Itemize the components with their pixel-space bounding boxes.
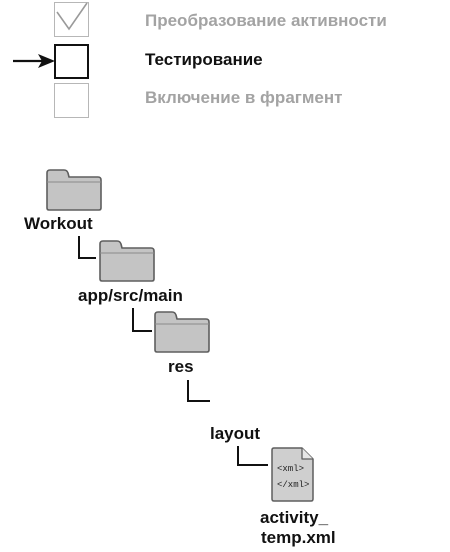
tree-connector — [237, 446, 268, 466]
folder-icon — [99, 240, 155, 282]
tree-connector — [132, 308, 152, 332]
folder-icon — [154, 311, 210, 353]
step-done-checkbox — [54, 2, 89, 37]
file-name-line2: temp.xml — [261, 528, 336, 547]
step-label-converting: Преобразование активности — [145, 11, 387, 30]
check-icon — [56, 2, 88, 31]
xml-open-tag: <xml> — [277, 464, 305, 474]
current-step-arrow-icon — [13, 54, 55, 68]
folder-icon — [46, 169, 102, 211]
xml-close-tag: </xml> — [277, 480, 310, 490]
folder-label-layout: layout — [210, 424, 261, 443]
step-label-testing: Тестирование — [145, 50, 263, 69]
tree-connector — [187, 380, 210, 402]
file-name-line1: activity_ — [260, 508, 329, 527]
folder-label-res: res — [168, 357, 194, 376]
step-label-fragment: Включение в фрагмент — [145, 88, 343, 107]
step-todo-checkbox — [54, 83, 89, 118]
step-current-checkbox — [54, 44, 89, 79]
folder-label-app-src-main: app/src/main — [78, 286, 183, 305]
tree-connector — [78, 236, 96, 259]
xml-file-icon: <xml> </xml> — [268, 447, 318, 503]
folder-label-workout: Workout — [24, 214, 93, 233]
